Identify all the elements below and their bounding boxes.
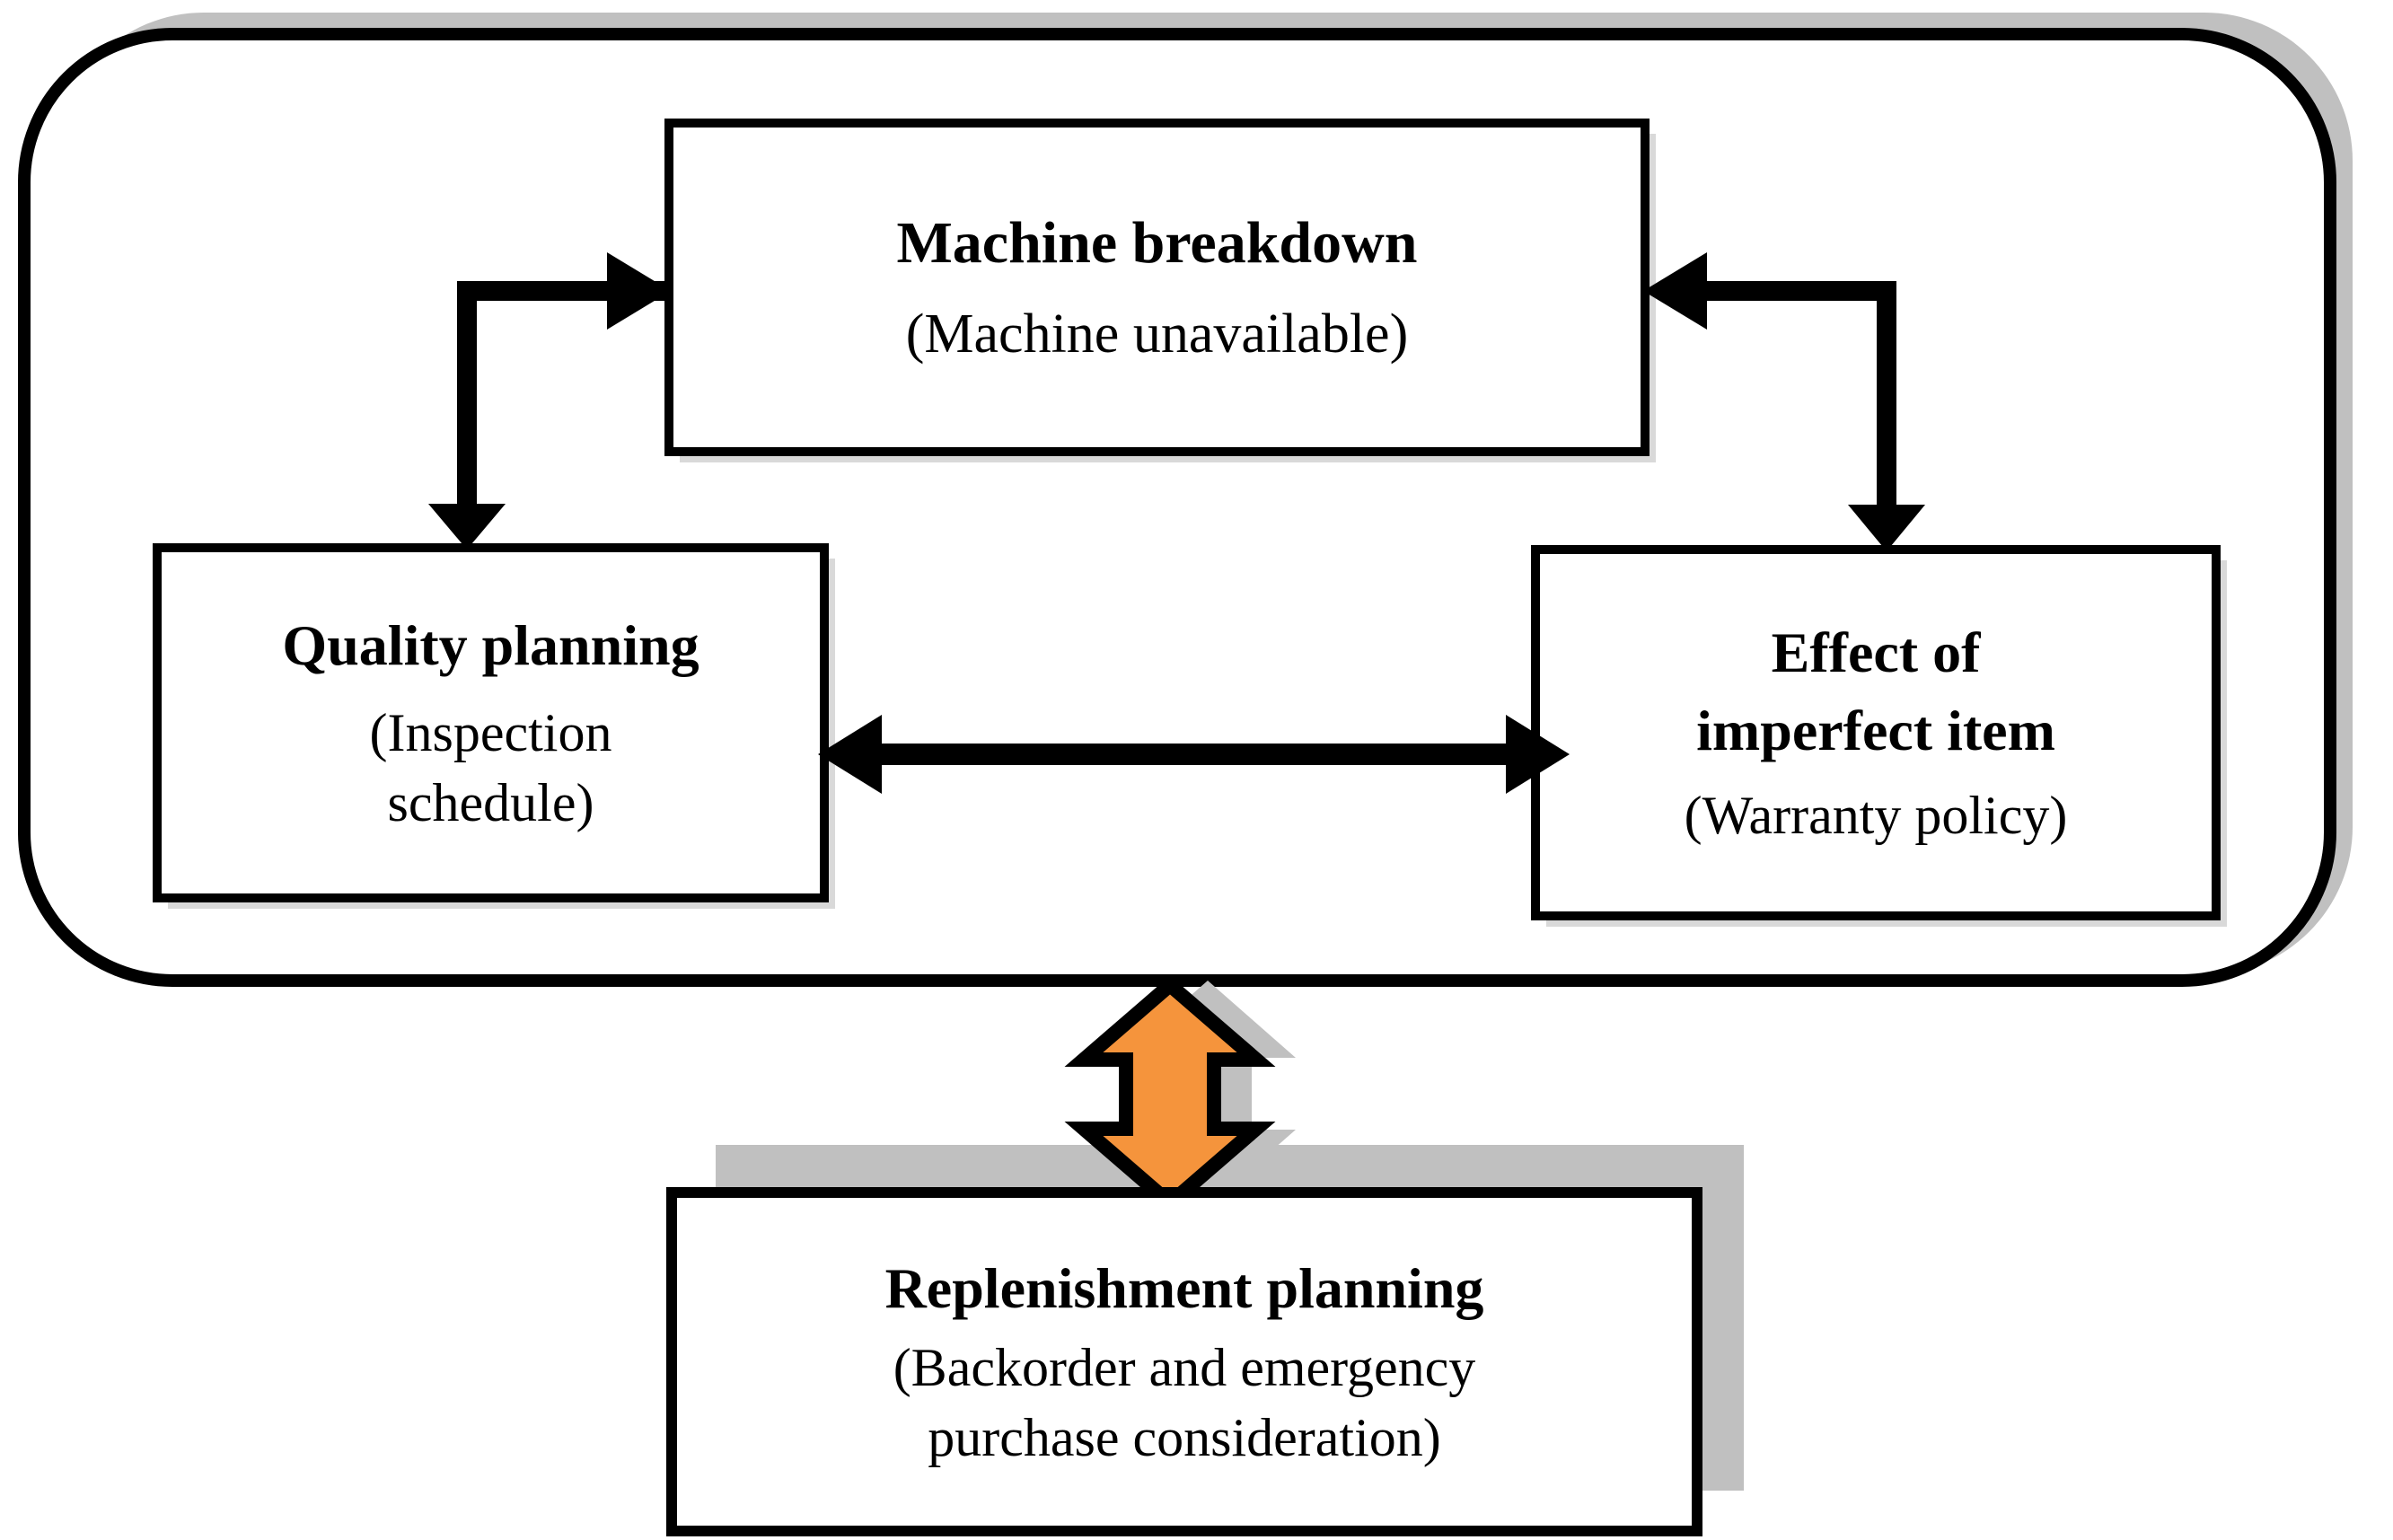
quality-to-machine-elbow-connector bbox=[428, 252, 671, 550]
quality-planning-box bbox=[153, 543, 829, 902]
quality-effect-double-arrow bbox=[818, 715, 1570, 794]
replenishment-planning-box bbox=[666, 1187, 1702, 1536]
effect-imperfect-box bbox=[1531, 545, 2221, 920]
effect-to-machine-elbow-connector bbox=[1643, 252, 1925, 551]
machine-breakdown-box bbox=[664, 119, 1650, 456]
